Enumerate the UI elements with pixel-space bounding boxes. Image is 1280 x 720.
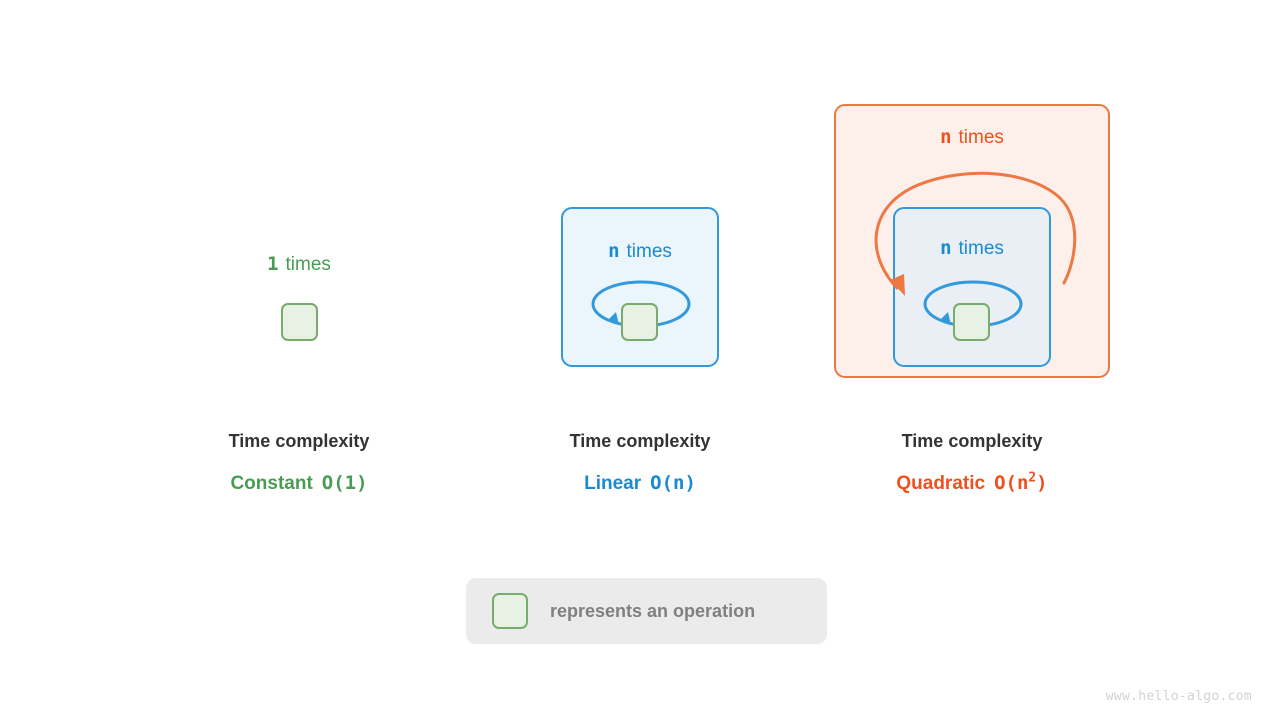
operation-box-constant	[281, 303, 318, 341]
complexity-bigo-linear: O(n)	[650, 472, 696, 494]
operation-box-icon	[492, 593, 528, 629]
complexity-bigo-quadratic: O(n2)	[994, 472, 1048, 494]
quadratic-outer-loop-word: times	[958, 127, 1004, 148]
complexity-title-linear: Time complexity	[569, 431, 711, 451]
watermark: www.hello-algo.com	[1105, 689, 1252, 704]
operation-box-quadratic	[953, 303, 990, 341]
legend: represents an operation	[466, 578, 827, 644]
complexity-title-constant: Time complexity	[228, 431, 370, 451]
complexity-name-constant: Constant	[230, 473, 313, 494]
operation-box-linear	[621, 303, 658, 341]
complexity-title-quadratic: Time complexity	[901, 431, 1043, 451]
complexity-block-linear: Time complexity Linear O(n)	[570, 432, 711, 493]
complexity-block-constant: Time complexity Constant O(1)	[229, 432, 370, 493]
constant-loop-word: times	[285, 254, 331, 275]
complexity-name-quadratic: Quadratic	[896, 473, 986, 494]
constant-loop-caption: 1 times	[267, 253, 331, 275]
quadratic-inner-loop-count: n	[940, 237, 952, 259]
quadratic-inner-loop-word: times	[958, 238, 1004, 259]
complexity-bigo-quadratic-base: O(n	[994, 472, 1029, 494]
complexity-bigo-quadratic-exponent: 2	[1028, 470, 1037, 486]
linear-loop-count: n	[608, 240, 620, 262]
constant-loop-count: 1	[267, 253, 279, 275]
complexity-name-linear: Linear	[584, 473, 642, 494]
complexity-block-quadratic: Time complexity Quadratic O(n2)	[896, 432, 1047, 493]
quadratic-outer-loop-count: n	[940, 126, 952, 148]
legend-label: represents an operation	[550, 600, 756, 621]
quadratic-inner-loop-panel	[893, 207, 1051, 367]
complexity-bigo-constant: O(1)	[321, 472, 368, 494]
complexity-bigo-quadratic-tail: )	[1036, 472, 1048, 494]
linear-loop-panel	[561, 207, 719, 367]
linear-loop-word: times	[626, 241, 672, 262]
